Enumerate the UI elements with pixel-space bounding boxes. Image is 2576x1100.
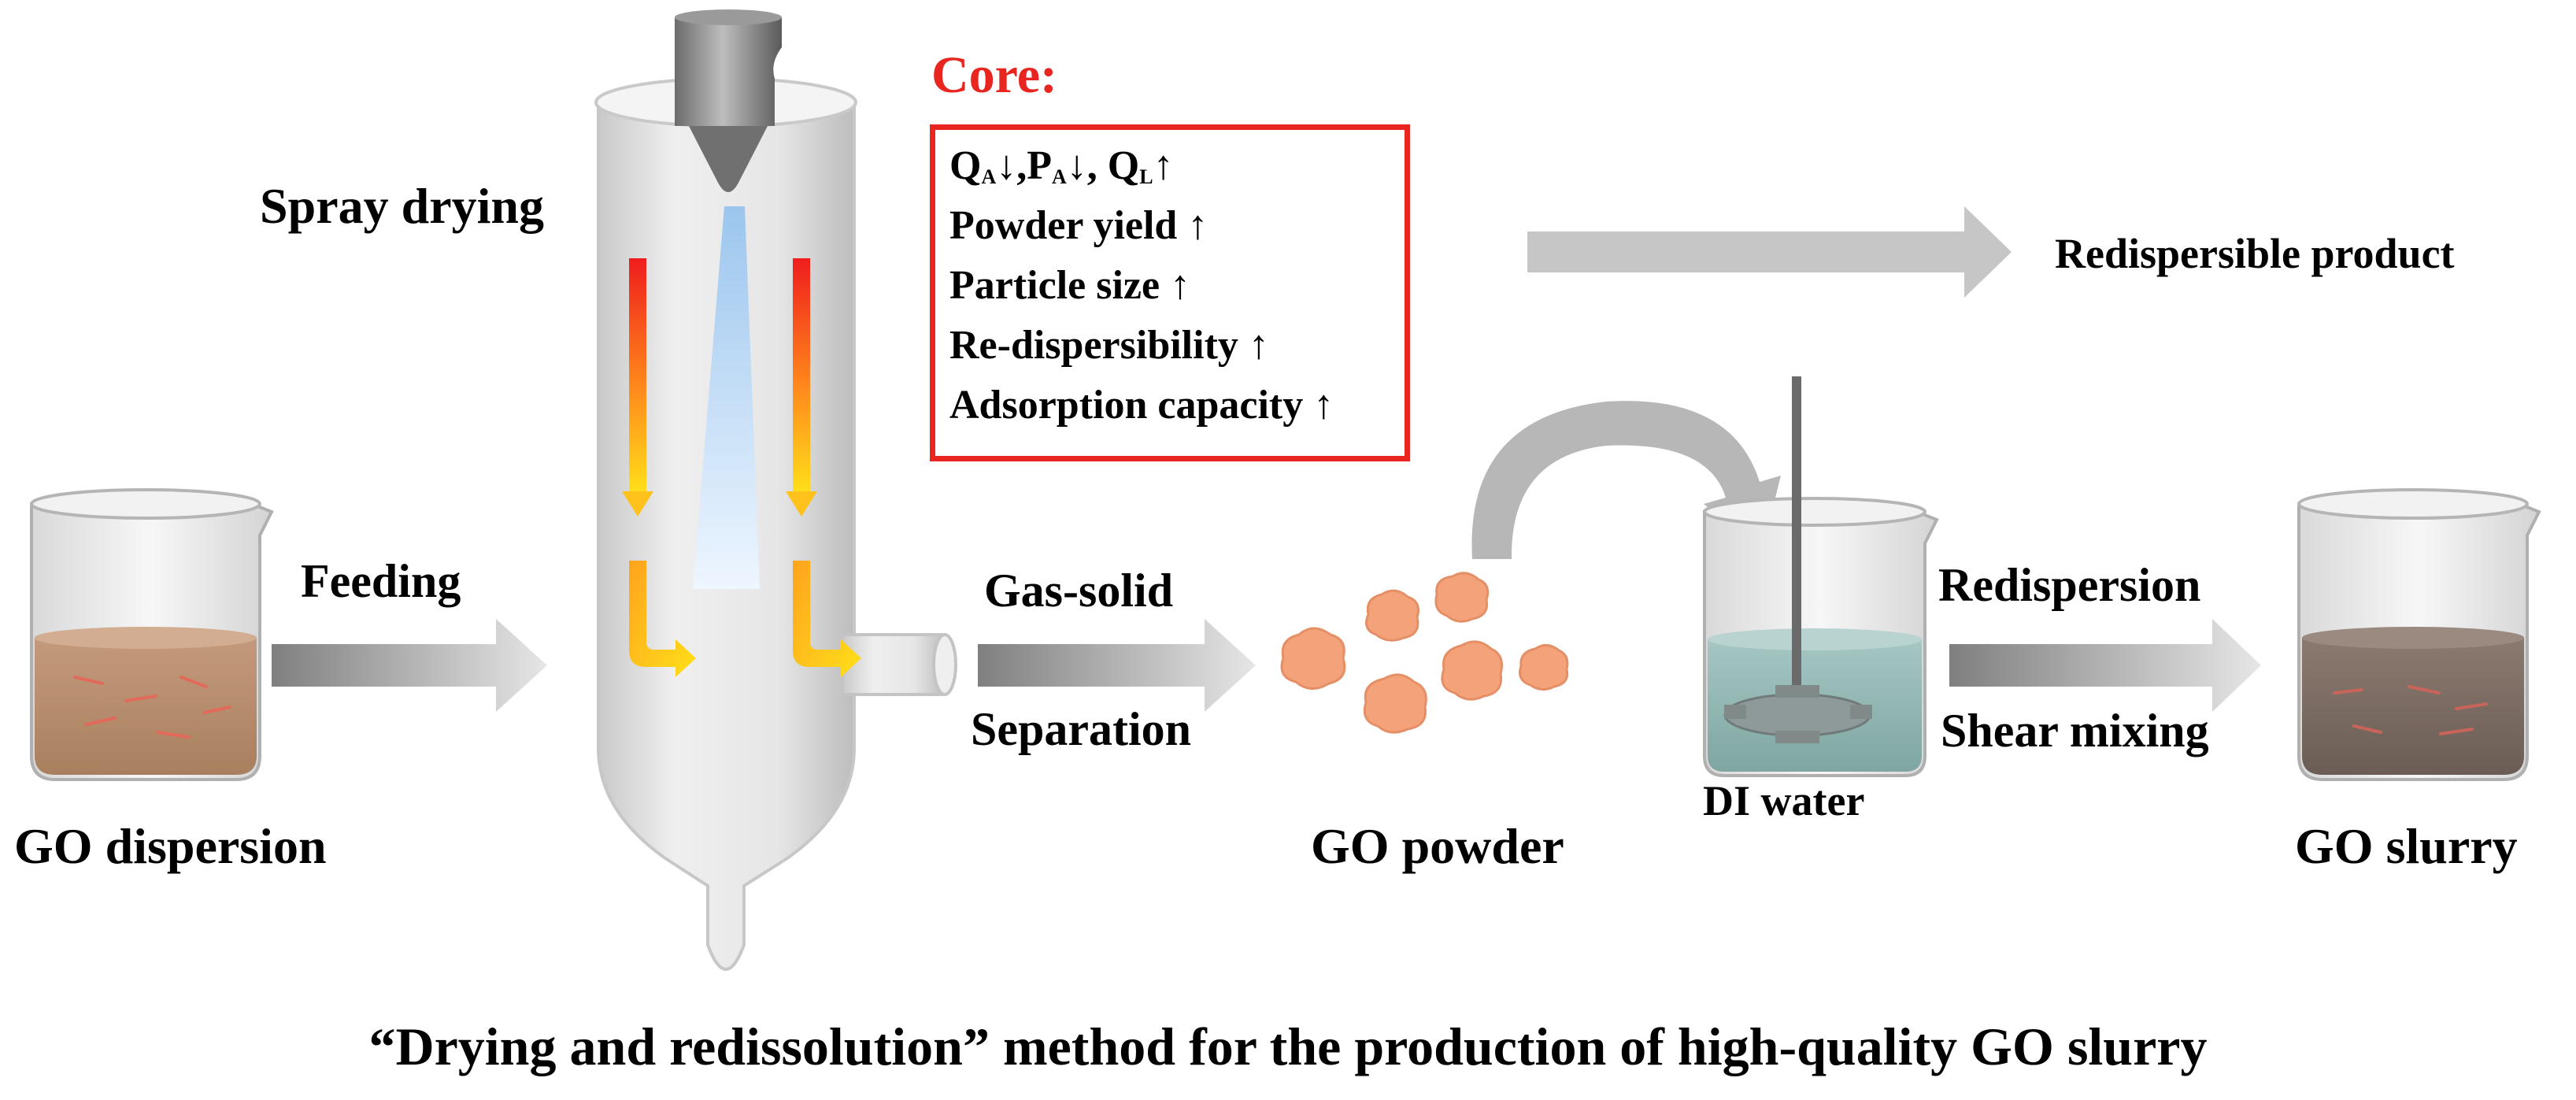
ql-arrow: ↑ (1153, 143, 1174, 188)
graphene-flakes (73, 676, 231, 739)
core-item-adsorption-capacity: Adsorption capacity ↑ (949, 383, 1334, 428)
pa-symbol: P (1027, 143, 1052, 188)
powder-particle-icon (1280, 572, 1569, 734)
beaker-icon-go-dispersion (30, 488, 274, 781)
footer-caption: “Drying and redissolution” method for th… (368, 1017, 2208, 1076)
separation-arrow (978, 619, 1256, 712)
qa-arrow: ↓, (996, 143, 1027, 188)
core-item-redispersibility: Re-dispersibility ↑ (949, 323, 1269, 368)
beaker-icon-go-slurry (2297, 488, 2541, 781)
core-item-particle-size: Particle size ↑ (949, 263, 1191, 308)
redispersible-arrow (1527, 206, 2012, 298)
pa-subscript: A (1052, 165, 1067, 188)
core-parameters-line: QA↓,PA↓, QL↑ (949, 146, 1390, 206)
pa-arrow: ↓, (1066, 143, 1108, 188)
core-item-powder-yield: Powder yield ↑ (949, 203, 1208, 248)
spray-cone (693, 206, 760, 589)
hot-air-arrows (622, 258, 861, 677)
transfer-curved-arrow (1471, 401, 1781, 559)
label-gas-solid: Gas-solid (984, 565, 1174, 617)
label-go-dispersion: GO dispersion (14, 818, 327, 874)
ql-subscript: L (1139, 165, 1153, 188)
qa-symbol: Q (949, 143, 982, 188)
feeding-arrow (272, 619, 547, 712)
core-title: Core: (931, 46, 1058, 104)
core-box: QA↓,PA↓, QL↑ Powder yield ↑ Particle siz… (930, 124, 1410, 461)
qa-subscript: A (981, 165, 997, 188)
label-di-water: DI water (1703, 777, 1865, 824)
spray-dryer-icon (594, 9, 957, 971)
label-go-powder: GO powder (1311, 818, 1564, 874)
redispersion-arrow (1949, 619, 2261, 712)
label-feeding: Feeding (301, 555, 461, 607)
label-spray-drying: Spray drying (260, 178, 544, 234)
label-redispersion: Redispersion (1938, 559, 2201, 611)
label-shear-mixing: Shear mixing (1941, 705, 2209, 757)
label-redispersible-product: Redispersible product (2055, 230, 2455, 277)
graphene-flakes (2333, 685, 2488, 735)
ql-symbol: Q (1107, 143, 1140, 188)
stirrer-icon (1723, 376, 1872, 743)
label-separation: Separation (971, 703, 1192, 755)
label-go-slurry: GO slurry (2295, 818, 2518, 874)
